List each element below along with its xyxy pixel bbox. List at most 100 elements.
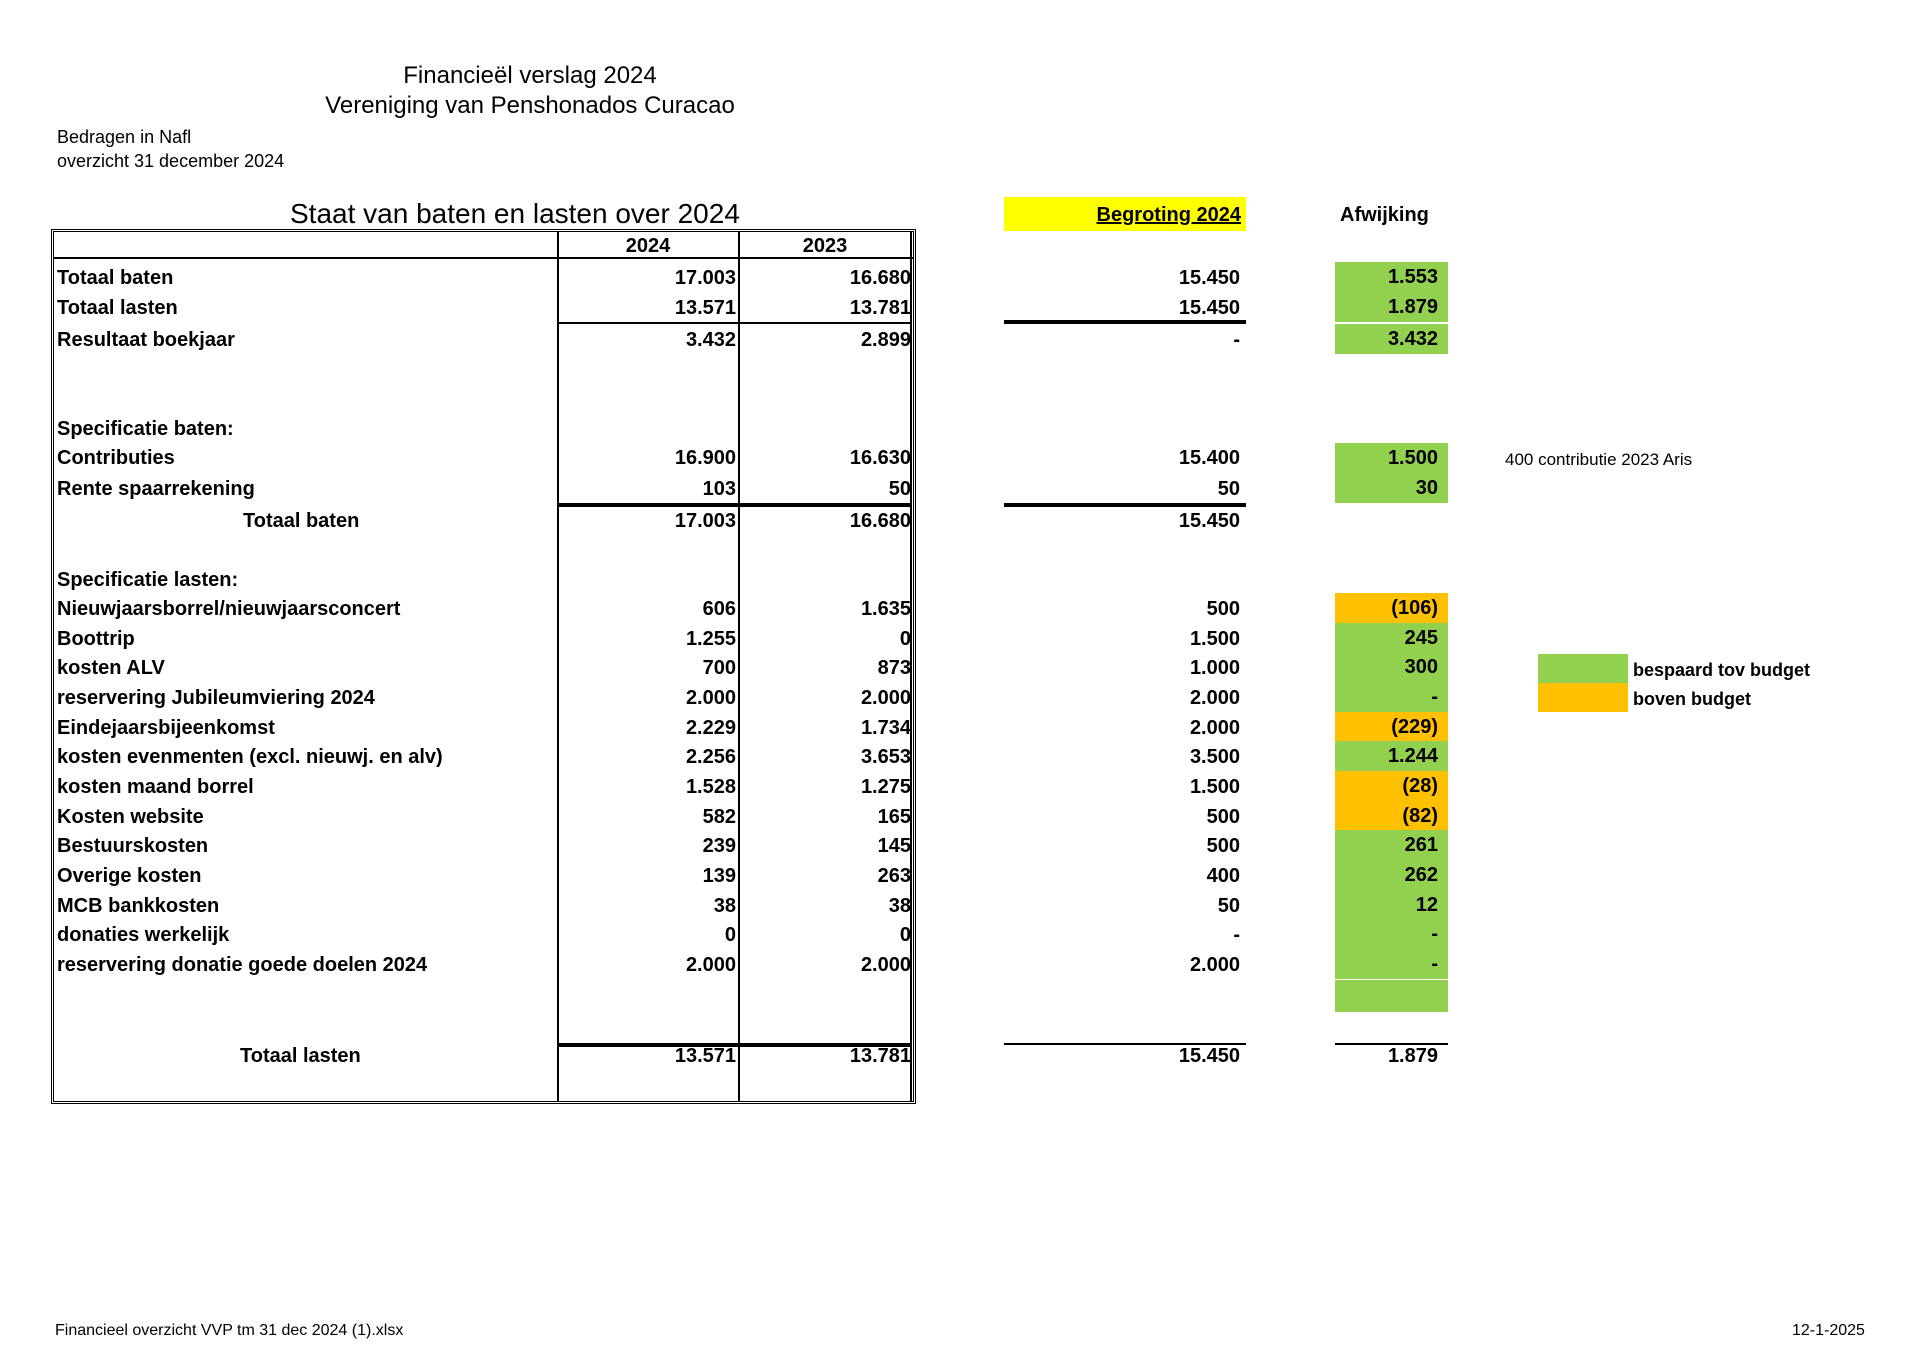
legend-green-label: bespaard tov budget [1633,660,1811,680]
organization-name: Vereniging van Penshonados Curacao [325,92,735,119]
value-2023: 1.635 [860,598,911,620]
value-deviation: 1.879 [1335,292,1448,322]
value-2024: 2.229 [685,717,736,739]
budget-header: Begroting 2024 [1096,204,1241,226]
row-label: Rente spaarrekening [57,478,255,500]
value-budget: 1.500 [1189,628,1240,650]
value-deviation: 12 [1335,890,1448,920]
value-2023: 873 [877,657,911,679]
footer-date: 12-1-2025 [1792,1322,1865,1339]
row-label: Resultaat boekjaar [57,329,235,351]
value-2024: 17.003 [674,267,736,289]
row-label: Contributies [57,447,175,469]
value-budget: 500 [1206,806,1240,828]
value-budget: 1.000 [1189,657,1240,679]
value-2024: 2.000 [685,954,736,976]
row-label: kosten maand borrel [57,776,254,798]
value-2024: 38 [713,895,736,917]
value-2024: 13.571 [674,297,736,319]
value-2023: 165 [877,806,911,828]
value-budget: 15.450 [1178,510,1240,532]
value-deviation: 1.244 [1335,741,1448,771]
value-deviation: - [1335,919,1448,949]
value-2023: 1.734 [860,717,911,739]
value-budget: 50 [1217,895,1240,917]
value-deviation: (82) [1335,801,1448,831]
row-label: Kosten website [57,806,204,828]
value-2023: 2.000 [860,954,911,976]
value-deviation: 1.553 [1335,262,1448,292]
row-label: Bestuurskosten [57,835,209,857]
value-budget: 500 [1206,598,1240,620]
legend-orange-label: boven budget [1633,689,1751,709]
row-label: donaties werkelijk [57,924,230,946]
value-budget: 500 [1206,835,1240,857]
value-budget: 15.400 [1178,447,1240,469]
total-line [557,1043,910,1047]
column-header-2024: 2024 [625,235,671,257]
value-budget: 2.000 [1189,687,1240,709]
value-deviation: (28) [1335,771,1448,801]
value-2023: 3.653 [860,746,911,768]
legend-green-swatch [1538,654,1628,683]
value-2023: 50 [888,478,911,500]
column-header-2023: 2023 [802,235,848,257]
value-deviation: 300 [1335,652,1448,682]
value-budget: 2.000 [1189,954,1240,976]
value-budget: 15.450 [1178,1045,1240,1067]
value-2024: 103 [702,478,736,500]
row-label: reservering donatie goede doelen 2024 [57,954,428,976]
value-deviation: - [1335,682,1448,712]
value-2024: 3.432 [685,329,736,351]
value-budget: 50 [1217,478,1240,500]
section-heading: Specificatie baten: [57,418,234,440]
value-2024: 582 [702,806,736,828]
value-2024: 139 [702,865,736,887]
deviation-header: Afwijking [1340,204,1429,226]
subtotal-line [557,322,910,324]
row-label: Boottrip [57,628,135,650]
value-2024: 16.900 [674,447,736,469]
value-deviation: 3.432 [1335,324,1448,354]
total-label: Totaal lasten [240,1045,361,1067]
value-2023: 13.781 [849,1045,911,1067]
report-title: Financieël verslag 2024 [403,62,657,89]
value-deviation: 261 [1335,830,1448,860]
value-2023: 145 [877,835,911,857]
value-deviation: 30 [1335,473,1448,503]
value-2024: 2.000 [685,687,736,709]
value-budget: 3.500 [1189,746,1240,768]
total-line [1335,1043,1448,1045]
value-2024: 17.003 [674,510,736,532]
value-2023: 16.680 [849,510,911,532]
value-budget: - [1233,329,1240,351]
header-divider [54,257,913,259]
value-2023: 2.000 [860,687,911,709]
overview-date: overzicht 31 december 2024 [57,151,285,171]
row-label: Totaal baten [57,267,174,289]
currency-note: Bedragen in Nafl [57,127,192,147]
value-2023: 38 [888,895,911,917]
value-2023: 263 [877,865,911,887]
footer-filename: Financieel overzicht VVP tm 31 dec 2024 … [55,1322,404,1339]
row-label: Eindejaarsbijeenkomst [57,717,275,739]
value-2023: 0 [899,924,911,946]
column-divider [738,232,740,1101]
value-2024: 239 [702,835,736,857]
total-label: Totaal baten [243,510,360,532]
subtotal-line [557,503,910,507]
value-2023: 16.630 [849,447,911,469]
row-label: kosten evenmenten (excl. nieuwj. en alv) [57,746,443,768]
value-budget: 15.450 [1178,267,1240,289]
value-budget: 2.000 [1189,717,1240,739]
deviation-filler [1335,980,1448,1012]
value-budget: - [1233,924,1240,946]
value-2023: 13.781 [849,297,911,319]
value-budget: 400 [1206,865,1240,887]
subtotal-line [1004,503,1246,507]
value-deviation: 1.500 [1335,443,1448,473]
value-2024: 700 [702,657,736,679]
legend-orange-swatch [1538,683,1628,712]
value-2024: 1.255 [685,628,736,650]
value-deviation: (106) [1335,593,1448,623]
